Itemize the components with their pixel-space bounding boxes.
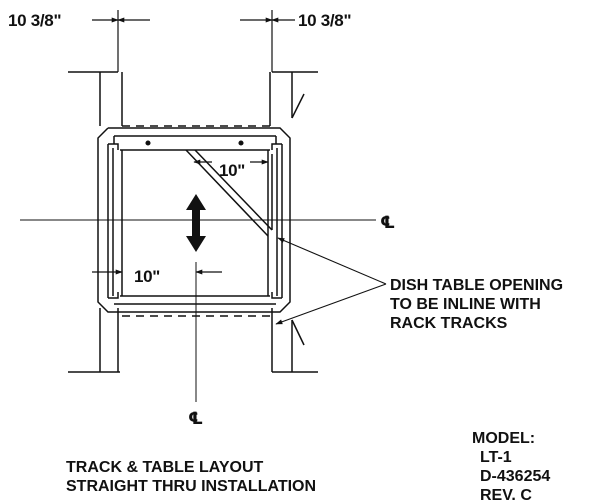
centerline-symbol-horizontal: ℄ [380, 213, 395, 232]
drawing-number: D-436254 [480, 468, 550, 485]
dimension-top-right: 10 3/8" [298, 11, 351, 30]
model-block: MODEL: LT-1 D-436254 REV. C [472, 430, 555, 500]
bottom-table [68, 308, 318, 373]
layout-title-line-2: STRAIGHT THRU INSTALLATION [66, 478, 316, 495]
centerline-symbol-vertical: ℄ [188, 409, 203, 428]
centerlines [20, 219, 376, 402]
dimension-top-left: 10 3/8" [8, 11, 61, 30]
top-table [68, 71, 318, 127]
model-label: MODEL: [472, 430, 535, 447]
dimension-inner-upper: 10" [219, 161, 245, 180]
flow-direction-arrow [186, 194, 206, 252]
top-dimension [92, 10, 295, 72]
dimension-inner-lower: 10" [134, 267, 160, 286]
inner-dimensions [92, 159, 269, 275]
dishwasher-body [97, 127, 291, 313]
revision: REV. C [480, 487, 532, 500]
callout-line-2: TO BE INLINE WITH [390, 296, 541, 313]
model-number: LT-1 [480, 449, 512, 466]
layout-title: TRACK & TABLE LAYOUT STRAIGHT THRU INSTA… [66, 459, 316, 495]
callout-leaders [275, 237, 387, 325]
callout-line-3: RACK TRACKS [390, 315, 508, 332]
callout-text: DISH TABLE OPENING TO BE INLINE WITH RAC… [390, 277, 568, 332]
layout-title-line-1: TRACK & TABLE LAYOUT [66, 459, 264, 476]
callout-line-1: DISH TABLE OPENING [390, 277, 563, 294]
